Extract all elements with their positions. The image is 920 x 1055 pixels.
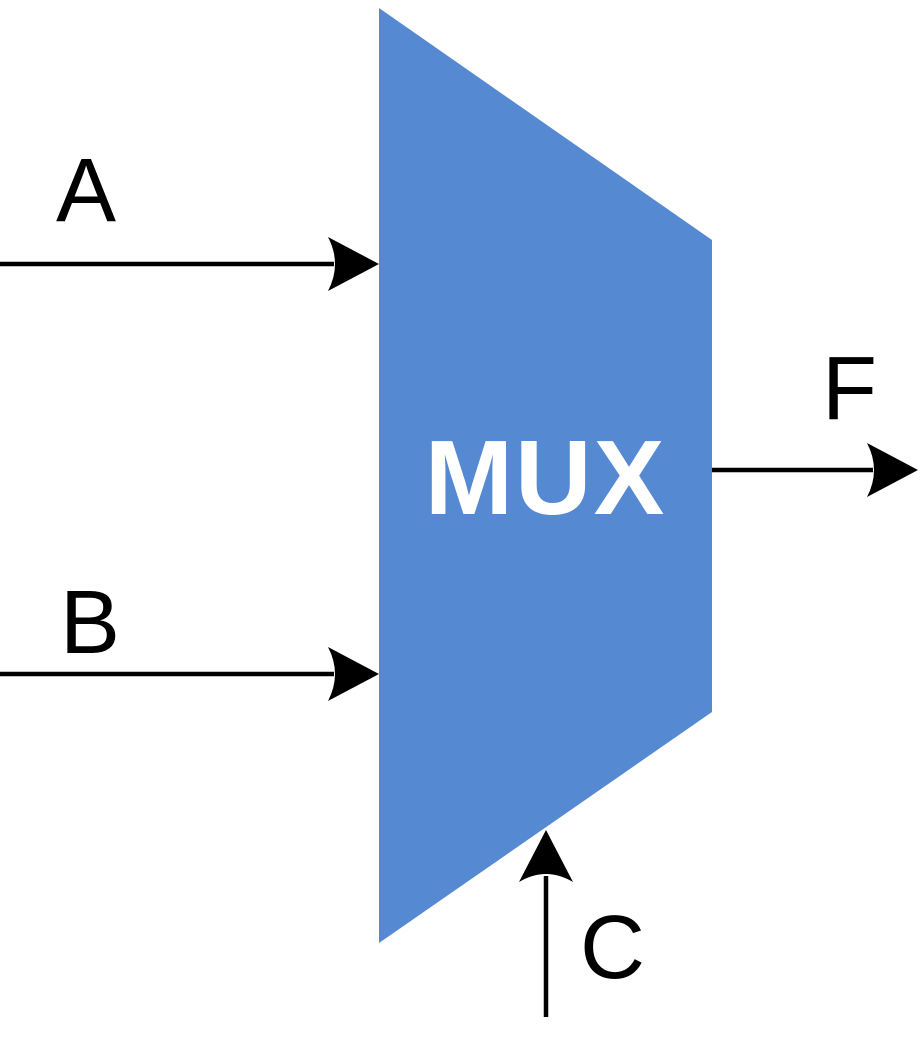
- input-b-label: B: [60, 573, 121, 673]
- select-c-label: C: [580, 898, 645, 998]
- select-c-arrow: [519, 830, 573, 1017]
- output-f-arrowhead-icon: [867, 443, 918, 497]
- output-f-arrow: [712, 443, 918, 497]
- select-c-arrowhead-icon: [519, 830, 573, 882]
- input-a-arrowhead-icon: [328, 237, 379, 291]
- mux-body-shape: [379, 8, 712, 943]
- mux-title: MUX: [424, 419, 667, 537]
- input-a-label: A: [56, 141, 117, 241]
- input-b-arrow: [0, 647, 379, 701]
- input-a-arrow: [0, 237, 379, 291]
- output-f-label: F: [822, 339, 877, 439]
- input-b-arrowhead-icon: [328, 647, 379, 701]
